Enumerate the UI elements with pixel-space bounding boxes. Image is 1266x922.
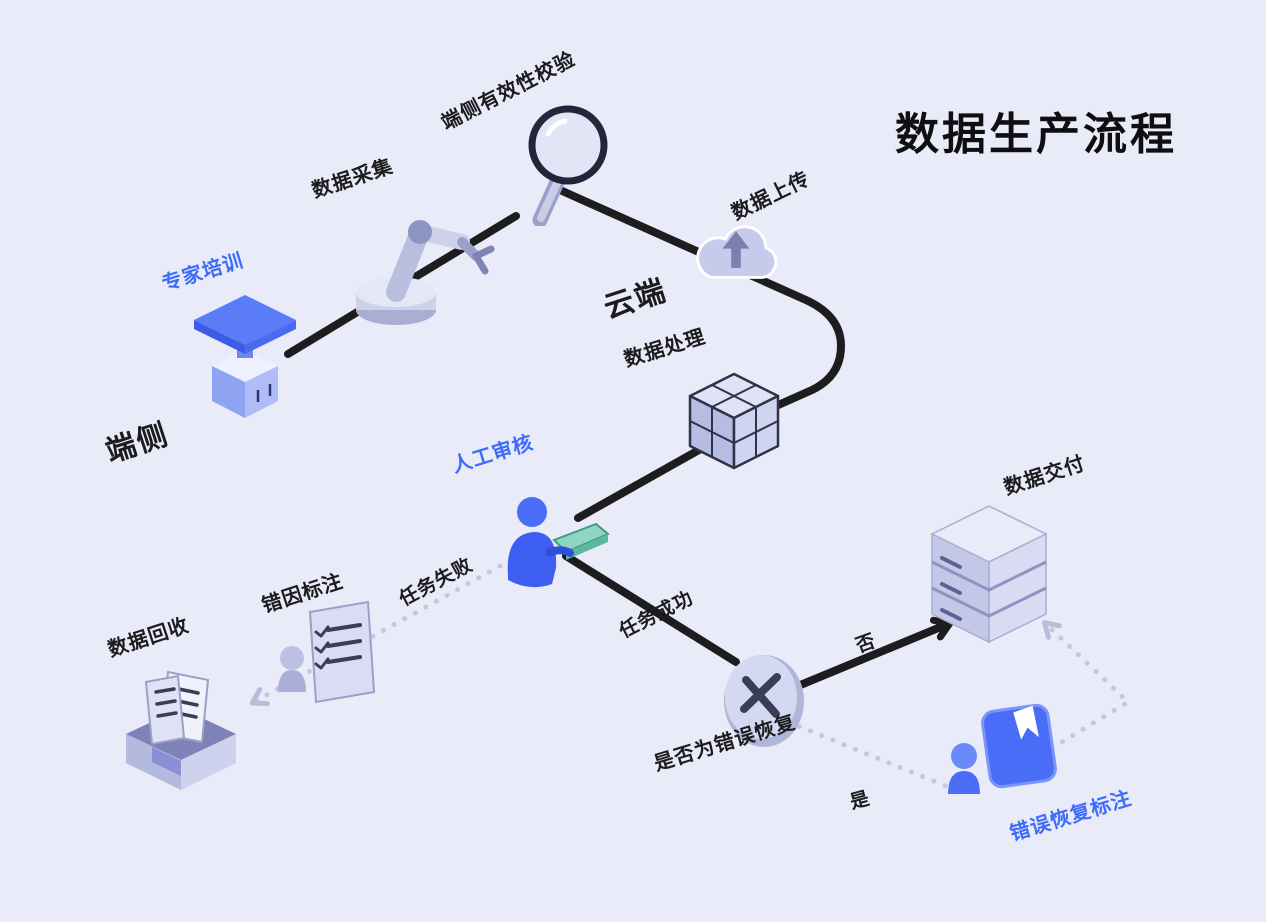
node-data-collection <box>338 182 498 337</box>
cloud-upload-icon <box>696 225 778 279</box>
edge-decision-to-recovery <box>785 719 949 789</box>
node-data-recycle <box>116 662 246 799</box>
node-data-upload <box>686 214 786 296</box>
edge-validation-to-processing <box>556 186 845 418</box>
person-document-icon <box>278 600 376 704</box>
node-data-delivery <box>926 500 1052 653</box>
node-data-processing <box>684 368 784 481</box>
person-book-icon <box>948 703 1057 794</box>
reviewer-laptop-icon <box>507 497 610 588</box>
cube-icon <box>688 372 780 470</box>
edge-review-to-recycle <box>249 563 503 707</box>
page-title: 数据生产流程 <box>895 110 1177 159</box>
edge-processing-to-review <box>574 442 710 522</box>
node-recovery-decision <box>718 646 808 755</box>
node-expert-training <box>182 284 307 429</box>
edge-decision-to-delivery <box>794 616 954 690</box>
node-error-cause-annotation <box>276 596 380 717</box>
lectern-icon <box>194 295 296 418</box>
server-icon <box>930 505 1048 644</box>
robot-arm-icon <box>356 220 495 325</box>
node-device-validation <box>506 96 616 231</box>
x-decision-icon <box>724 655 804 747</box>
edge-recovery-to-delivery <box>1042 620 1131 751</box>
archive-box-icon <box>126 670 236 790</box>
edge-review-to-decision <box>562 552 740 666</box>
node-error-recovery-annotation <box>946 696 1058 817</box>
node-manual-review <box>492 490 612 603</box>
magnifier-icon <box>528 105 608 228</box>
